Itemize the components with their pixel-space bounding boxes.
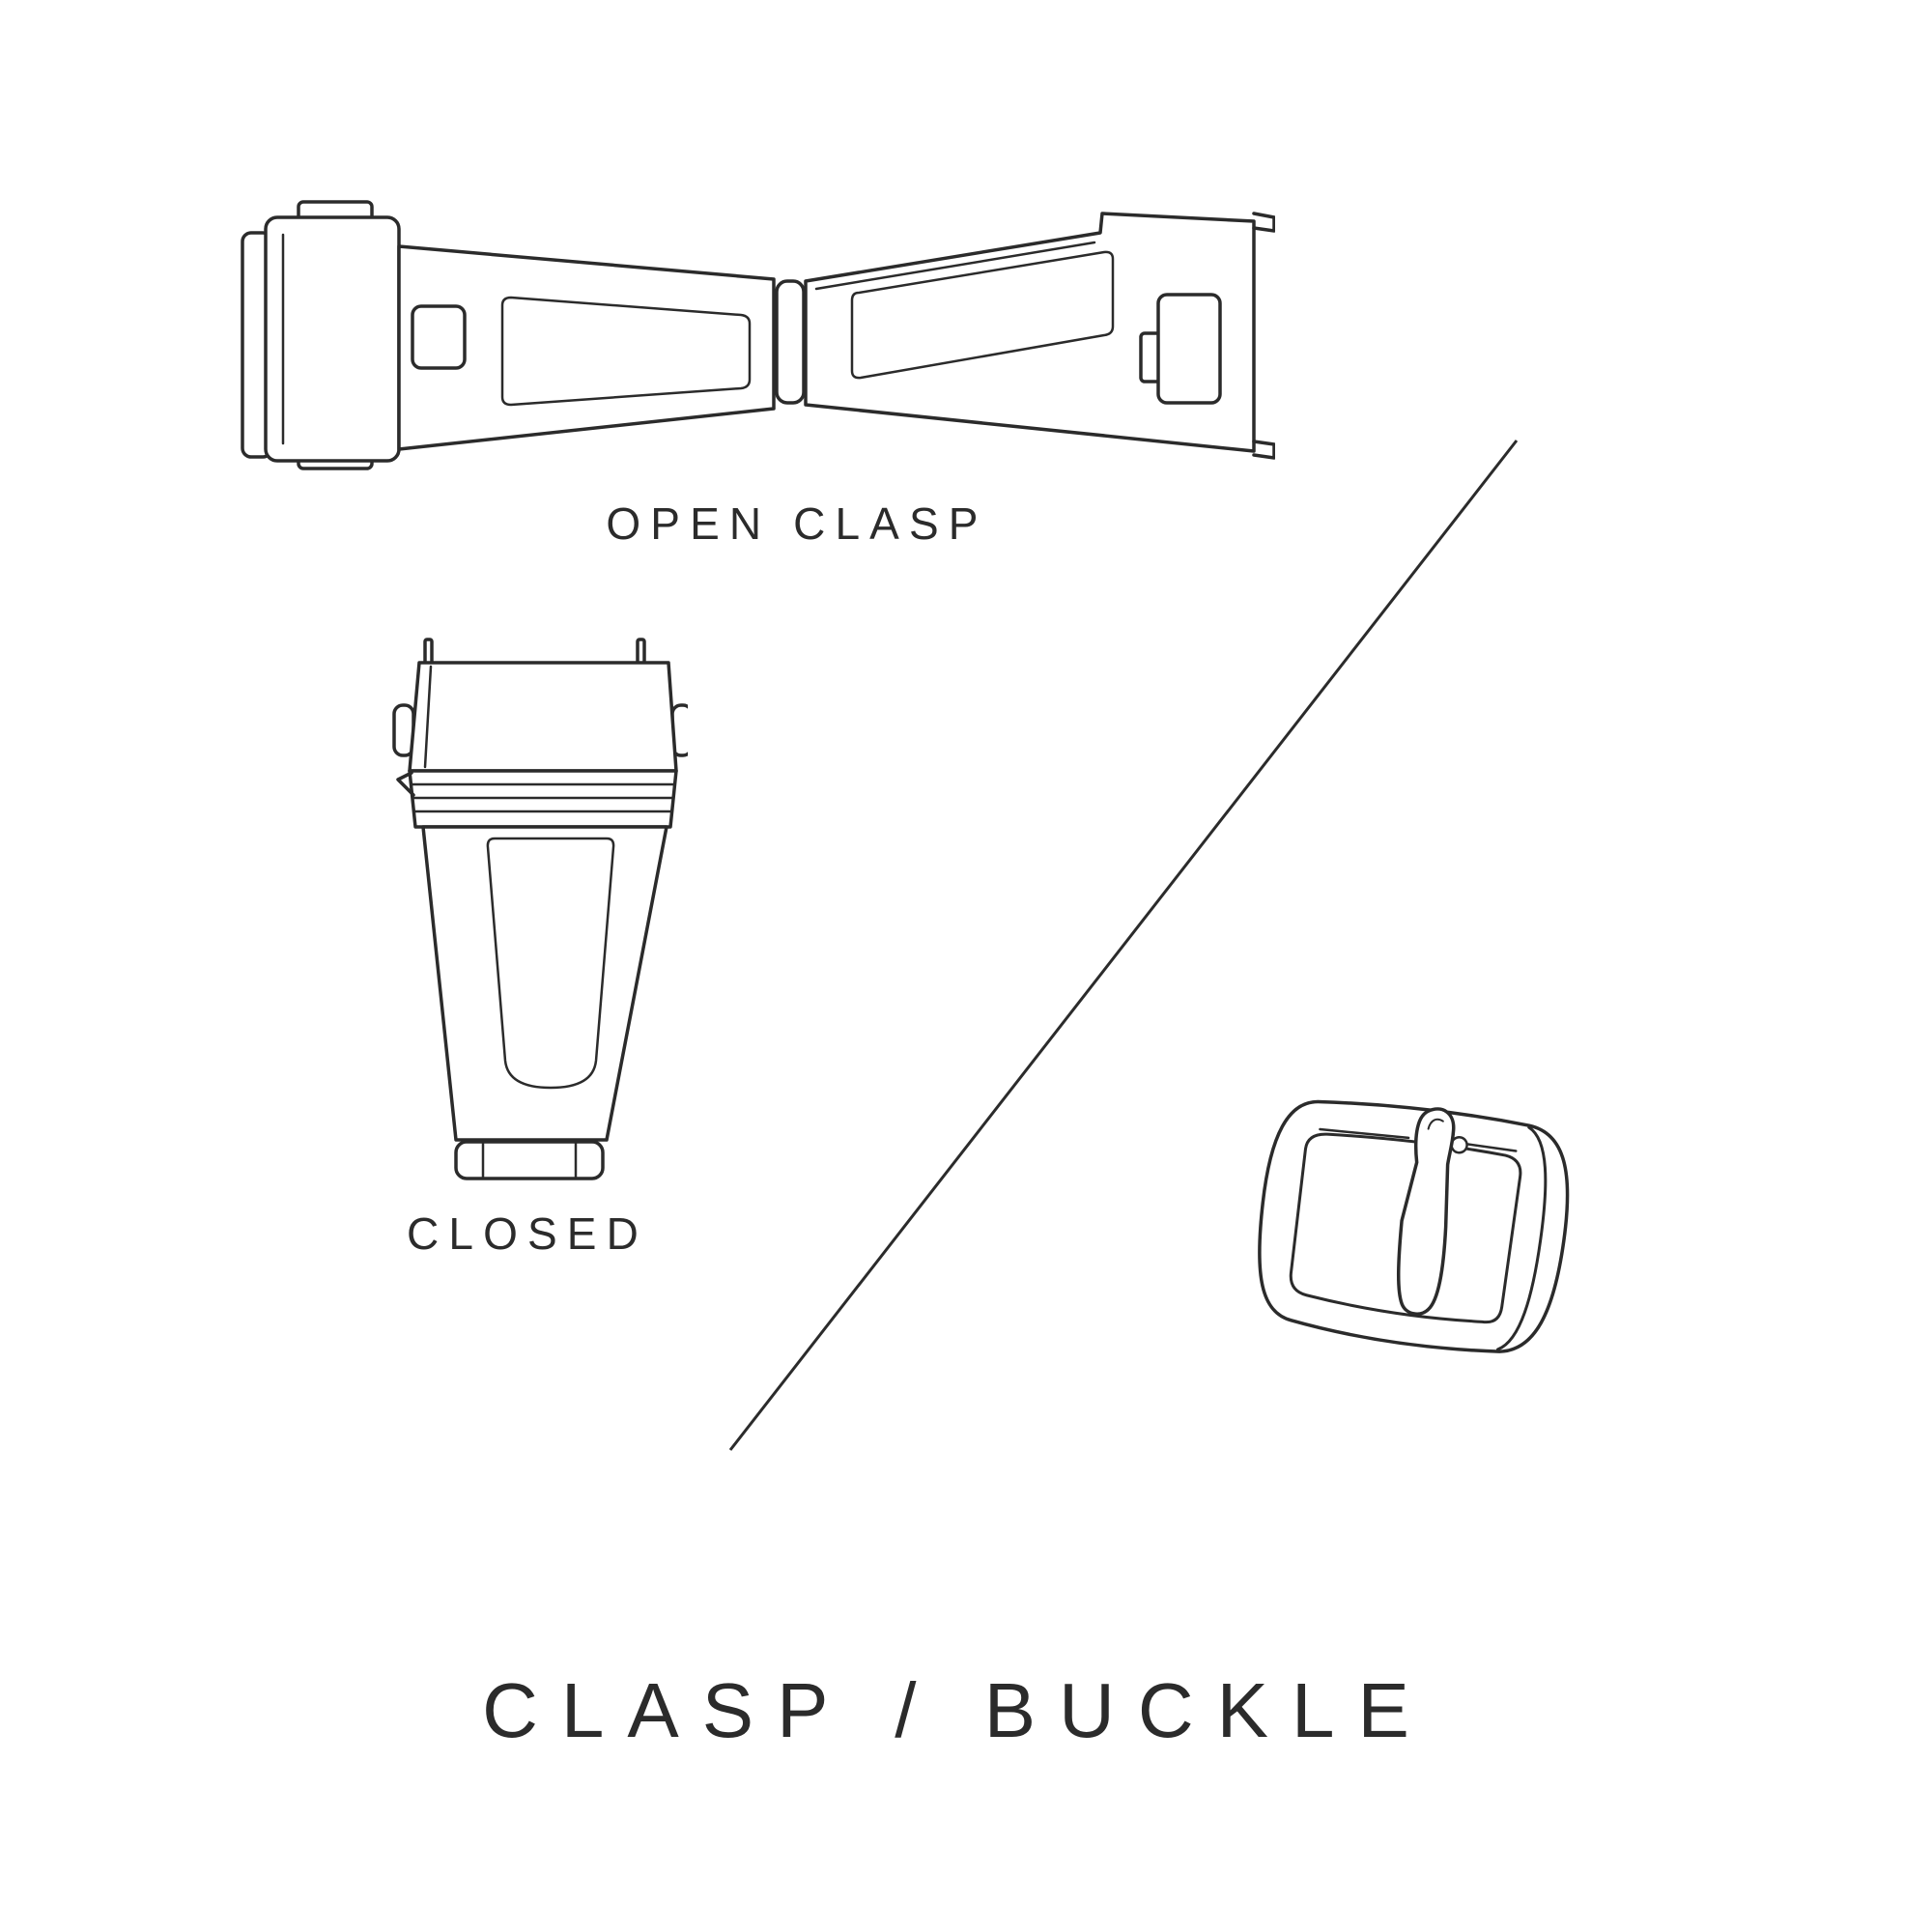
buckle-end-band [1496, 1125, 1548, 1351]
buckle-spring-bar-right [1459, 1142, 1518, 1152]
clasp-left-arm [397, 244, 776, 451]
clasp-cover [408, 661, 678, 773]
clasp-base-link [454, 1140, 605, 1180]
open-clasp-label: OPEN CLASP [606, 498, 988, 549]
clasp-prong-right [636, 638, 646, 667]
buckle-illustration [1258, 1099, 1570, 1353]
page-title: CLASP / BUCKLE [482, 1667, 1433, 1753]
clasp-left-notch [411, 304, 467, 370]
closed-clasp-label: CLOSED [407, 1208, 648, 1259]
closed-clasp-illustration [392, 638, 688, 1180]
buckle-tongue [1396, 1107, 1456, 1316]
clasp-right-end-tab-bottom [1252, 440, 1275, 460]
clasp-end-block [264, 215, 401, 463]
open-clasp-illustration [241, 200, 1275, 470]
buckle-spring-bar-left [1319, 1127, 1410, 1140]
clasp-body [421, 825, 668, 1142]
clasp-right-end-tab-top [1252, 212, 1275, 233]
clasp-catch [1156, 293, 1222, 405]
buckle-tongue-loop-line [1427, 1118, 1444, 1130]
clasp-right-arm-inset [850, 250, 1115, 380]
clasp-prong-left [423, 638, 434, 667]
clasp-body-cutout [486, 837, 615, 1090]
clasp-hinge-notch [396, 771, 415, 797]
clasp-left-arm-inset [500, 296, 752, 407]
clasp-hinge [775, 279, 806, 405]
clasp-cover-edge-line [423, 665, 433, 769]
clasp-right-arm-edge-line [814, 241, 1096, 291]
